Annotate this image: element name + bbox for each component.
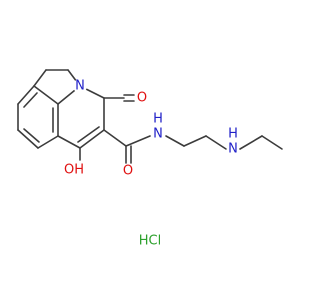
bond	[23, 92, 38, 108]
bond	[77, 126, 100, 143]
bond	[239, 135, 263, 150]
bond	[33, 69, 47, 87]
bond	[205, 135, 227, 150]
bonds	[17, 69, 283, 164]
amide-nitrogen-label: N	[153, 127, 163, 142]
amine-hydrogen-label: H	[228, 127, 238, 142]
atom-labels: N O OH N H O N H HCl	[64, 79, 238, 249]
bond	[103, 129, 127, 147]
bond	[261, 135, 283, 150]
label-mask	[135, 91, 149, 105]
bond	[165, 135, 185, 147]
ring-nitrogen-label: N	[75, 79, 85, 94]
amine-nitrogen-label: N	[228, 142, 238, 157]
label-mask	[73, 79, 87, 93]
amide-oxygen-label: O	[123, 164, 133, 179]
molecule-structure: N O OH N H O N H HCl	[17, 69, 283, 249]
bond	[125, 135, 151, 147]
hcl-salt-label: HCl	[139, 234, 161, 249]
bond	[17, 85, 35, 105]
bond	[33, 85, 59, 105]
bond	[79, 129, 105, 149]
bond	[183, 135, 207, 147]
bond	[57, 135, 81, 149]
bond	[37, 135, 59, 149]
amide-hydrogen-label: H	[153, 112, 163, 127]
bond	[23, 128, 40, 143]
bond	[17, 129, 39, 149]
ketone-oxygen-label: O	[137, 91, 147, 106]
hydroxyl-label: OH	[64, 163, 84, 178]
